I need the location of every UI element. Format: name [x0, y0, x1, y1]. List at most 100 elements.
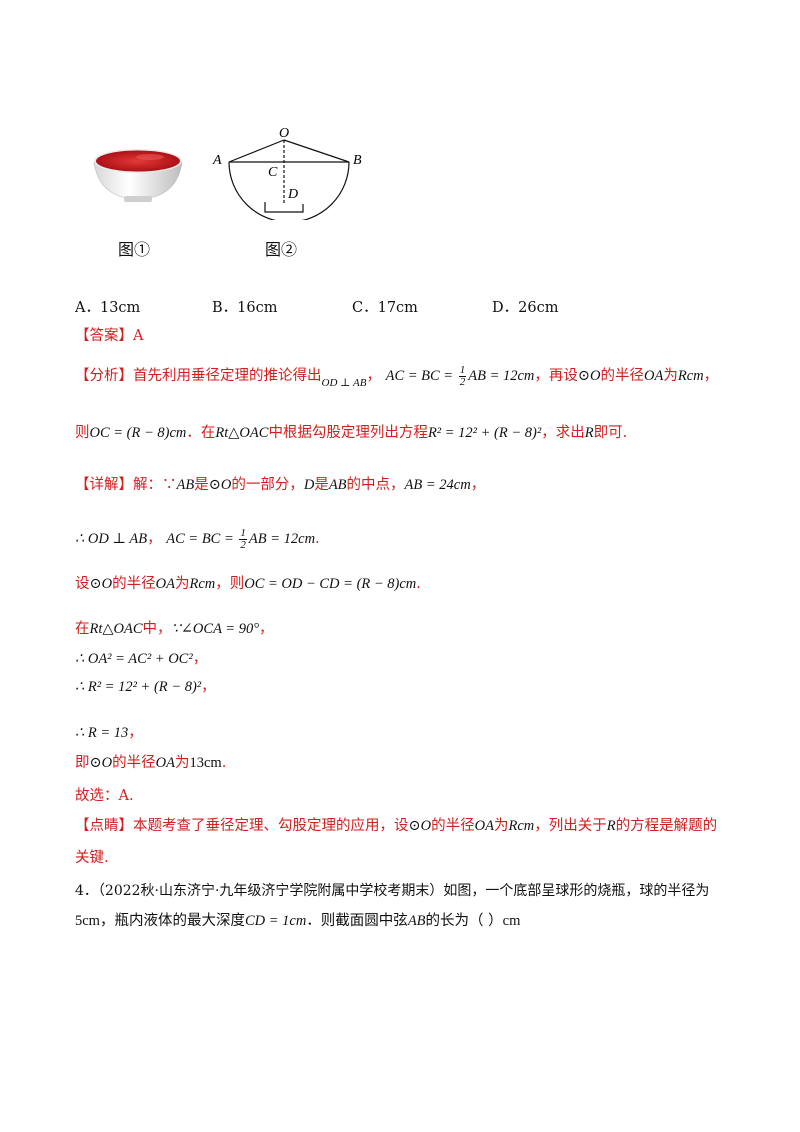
detail-text: 解：∵ — [133, 477, 177, 493]
detail-line-1: 【详解】解：∵AB是⊙O的一部分，D是AB的中点，AB = 24cm， — [75, 474, 485, 496]
analysis-text: ， — [703, 368, 719, 384]
detail-text: 的半径 — [112, 576, 156, 592]
detail-line-5: ∴ OA² = AC² + OC²， — [75, 648, 207, 670]
detail-text: 设 — [75, 576, 90, 592]
comment-line-2: 关键. — [75, 850, 109, 866]
question4-text: ．则截面圆中弦 — [306, 913, 408, 929]
analysis-tag: 【分析】 — [75, 368, 133, 384]
math-ab-24: AB = 24cm — [404, 477, 471, 493]
detail-line-8: 即⊙O的半径OA为13cm. — [75, 752, 226, 774]
math-circle-o: ⊙O — [408, 818, 432, 834]
analysis-text: 首先利用垂径定理的推论得出 — [133, 368, 322, 384]
question4-text: 的长为（ ） — [425, 913, 503, 929]
analysis-line-2: 则OC = (R − 8)cm．在Rt△OAC中根据勾股定理列出方程R² = 1… — [75, 422, 627, 444]
comment-text: 为 — [493, 818, 509, 834]
detail-text: . — [221, 755, 227, 771]
math-circle-o: ⊙O — [89, 576, 113, 592]
analysis-text: 即可. — [593, 425, 628, 441]
label-a: A — [212, 153, 222, 168]
detail-text: 是 — [314, 477, 329, 493]
bowl-photo — [93, 149, 183, 202]
analysis-text: ，求出 — [541, 425, 585, 441]
figure1-caption: 图① — [118, 240, 151, 259]
math-oc: OC = (R − 8)cm — [89, 425, 187, 441]
detail-text: 即 — [75, 755, 90, 771]
math-d: D — [303, 477, 315, 493]
analysis-text: 中根据勾股定理列出方程 — [268, 425, 428, 441]
comment-tag: 【点睛】 — [75, 818, 133, 834]
detail-text: 为 — [174, 576, 190, 592]
detail-text: ， — [128, 725, 143, 741]
math-rcm: Rcm — [677, 368, 704, 384]
detail-text: ， — [259, 621, 274, 637]
question4-line-2: 5cm，瓶内液体的最大深度CD = 1cm．则截面圆中弦AB的长为（ ）cm — [75, 910, 520, 932]
math-part: AB = 12cm — [248, 531, 316, 547]
geometry-diagram: O A B C D — [212, 126, 362, 220]
label-o: O — [279, 126, 289, 141]
answer-line: 【答案】A — [75, 325, 143, 347]
question4-line-1: 4．（2022秋·山东济宁·九年级济宁学院附属中学校考期末）如图，一个底部呈球形… — [75, 883, 710, 899]
math-equation: R² = 12² + (R − 8)² — [427, 425, 542, 441]
option-a: A．13cm — [75, 300, 141, 316]
comment-text: ，列出关于 — [534, 818, 607, 834]
comment-line-1: 【点睛】本题考查了垂径定理、勾股定理的应用，设⊙O的半径OA为Rcm，列出关于R… — [75, 815, 717, 837]
detail-line-9: 故选：A. — [75, 788, 134, 804]
comment-text: 本题考查了垂径定理、勾股定理的应用，设 — [133, 818, 409, 834]
math-rcm: Rcm — [508, 818, 535, 834]
comment-text: 的半径 — [431, 818, 475, 834]
analysis-text: 的半径 — [600, 368, 645, 384]
math-od-perp-ab: ∴ OD ⊥ AB — [75, 531, 148, 547]
detail-text: 为 — [174, 755, 190, 771]
math-unit-cm: cm — [502, 913, 521, 929]
math-circle-o: ⊙O — [577, 368, 601, 384]
label-c: C — [268, 165, 278, 180]
fraction-num: 1 — [239, 527, 247, 541]
math-arc-ab: AB — [176, 477, 195, 493]
comment-text: 的方程是解题的 — [615, 818, 718, 834]
analysis-text: ．在 — [186, 425, 216, 441]
math-oa: OA — [644, 368, 664, 384]
math-rcm: Rcm — [189, 576, 216, 592]
math-angle-oca: ∵∠OCA = 90° — [171, 621, 259, 637]
analysis-text: 为 — [663, 368, 678, 384]
math-part: AB = 12cm — [468, 368, 535, 384]
detail-text: 在 — [75, 621, 90, 637]
detail-line-7: ∴ R = 13， — [75, 722, 143, 744]
label-d: D — [287, 187, 298, 202]
detail-text: ，则 — [215, 576, 245, 592]
math-rt-triangle: Rt△OAC — [215, 425, 269, 441]
analysis-text: ，再设 — [534, 368, 578, 384]
detail-text: 的一部分， — [231, 477, 304, 493]
detail-line-3: 设⊙O的半径OA为Rcm，则OC = OD − CD = (R − 8)cm. — [75, 573, 421, 595]
math-13cm: 13cm — [189, 755, 222, 771]
math-arc-ab: AB — [328, 477, 347, 493]
math-circle-o: ⊙O — [89, 755, 113, 771]
detail-text: ， — [201, 679, 216, 695]
math-r-13: ∴ R = 13 — [75, 725, 129, 741]
math-ab: AB — [407, 913, 426, 929]
math-od-perp-ab: OD ⊥ AB — [321, 377, 367, 389]
math-equation: ∴ R² = 12² + (R − 8)² — [75, 679, 202, 695]
analysis-text: ， — [366, 368, 381, 384]
math-r: R — [584, 425, 594, 441]
figure2-caption: 图② — [265, 240, 298, 259]
label-b: B — [353, 153, 362, 168]
math-pythagoras: ∴ OA² = AC² + OC² — [75, 651, 193, 667]
math-part: AC = BC = — [385, 368, 457, 384]
fraction-den: 2 — [240, 539, 246, 552]
detail-text: ， — [147, 531, 162, 547]
math-oc-od-cd: OC = OD − CD = (R − 8)cm — [244, 576, 417, 592]
question4-text: ，瓶内液体的最大深度 — [99, 913, 245, 929]
detail-text: ， — [192, 651, 208, 667]
math-5cm: 5cm — [75, 913, 100, 929]
detail-tag: 【详解】 — [75, 477, 133, 493]
math-oa: OA — [155, 576, 175, 592]
detail-text: 是 — [194, 477, 209, 493]
detail-text: 中， — [142, 621, 172, 637]
fraction-num: 1 — [458, 364, 467, 378]
